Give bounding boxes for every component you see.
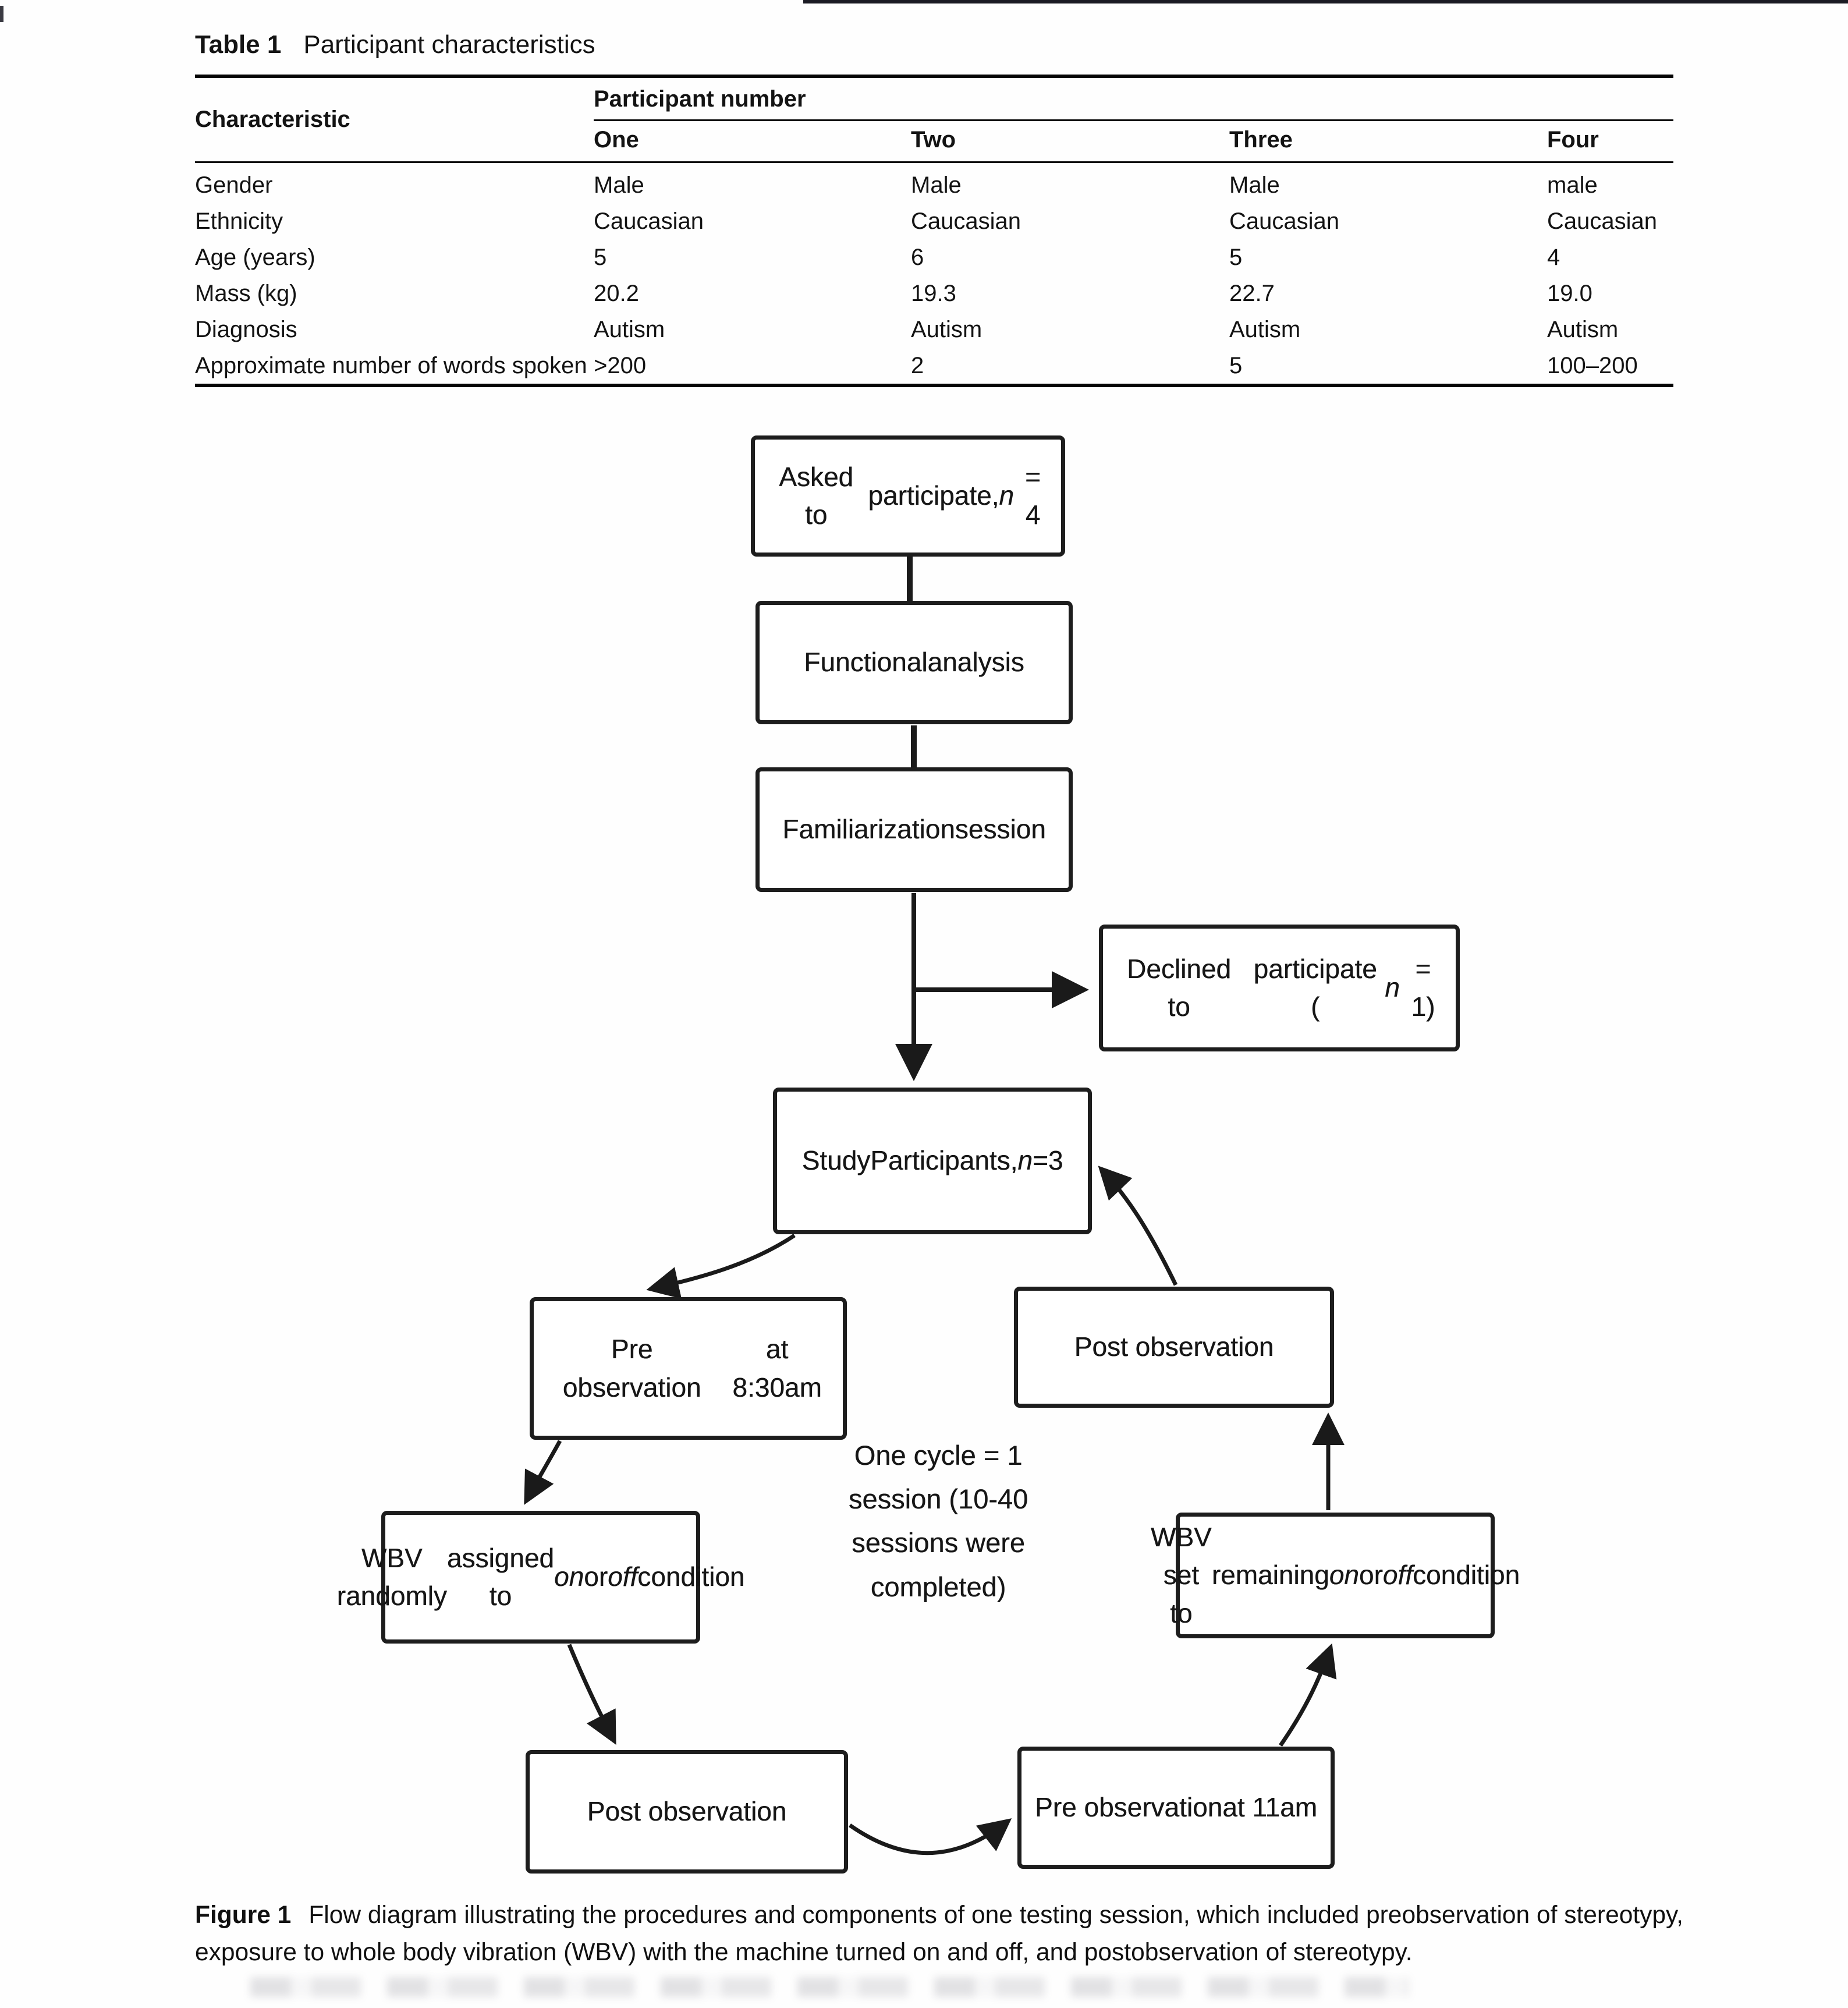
row-label: Gender bbox=[195, 172, 273, 198]
table-row: Gender Male Male Male male bbox=[195, 162, 1673, 204]
table-row: Ethnicity Caucasian Caucasian Caucasian … bbox=[195, 203, 1673, 239]
arrow-pre11-to-wbv-set bbox=[1279, 1643, 1337, 1747]
cell: 100–200 bbox=[1547, 352, 1638, 378]
row-label: Ethnicity bbox=[195, 208, 283, 234]
cell: Male bbox=[1229, 172, 1280, 198]
row-label: Mass (kg) bbox=[195, 280, 297, 306]
table-title: Table 1 Participant characteristics bbox=[195, 30, 1673, 59]
flow-box-post-observation-top: Post observation bbox=[1014, 1287, 1334, 1408]
cell: 20.2 bbox=[594, 280, 639, 306]
cell: Autism bbox=[1547, 316, 1619, 342]
table-row: Diagnosis Autism Autism Autism Autism bbox=[195, 311, 1673, 348]
table-1-block: Table 1 Participant characteristics Chara… bbox=[195, 30, 1674, 387]
participant-table: Characteristic Participant number One Tw… bbox=[195, 75, 1674, 387]
cell: male bbox=[1547, 172, 1598, 198]
arrow-study-to-pre830 bbox=[646, 1234, 796, 1299]
cell: Male bbox=[594, 172, 644, 198]
cell: >200 bbox=[594, 352, 647, 378]
cell: 19.0 bbox=[1547, 280, 1592, 306]
page-edge-speck bbox=[0, 6, 3, 22]
cell: Autism bbox=[594, 316, 665, 342]
cell: 5 bbox=[1229, 244, 1243, 270]
cell: Male bbox=[911, 172, 962, 198]
column-header-characteristic: Characteristic bbox=[195, 76, 594, 163]
cell: Caucasian bbox=[1547, 208, 1658, 234]
column-header-four: Four bbox=[1547, 120, 1674, 163]
row-label: Approximate number of words spoken bbox=[195, 352, 587, 378]
table-label: Table 1 bbox=[195, 30, 282, 59]
cell: 5 bbox=[1229, 352, 1243, 378]
cell: 4 bbox=[1547, 244, 1560, 270]
column-group-header: Participant number bbox=[594, 76, 1674, 121]
figure-caption-text: Flow diagram illustrating the procedures… bbox=[195, 1901, 1683, 1966]
flow-box-post-observation-bottom: Post observation bbox=[526, 1750, 848, 1874]
cell: Caucasian bbox=[911, 208, 1021, 234]
column-header-three: Three bbox=[1229, 120, 1547, 163]
row-label: Age (years) bbox=[195, 244, 315, 270]
cell: 22.7 bbox=[1229, 280, 1275, 306]
arrow-post-top-to-study bbox=[1098, 1166, 1178, 1286]
cell: Autism bbox=[1229, 316, 1301, 342]
cell: Caucasian bbox=[594, 208, 704, 234]
cell: 5 bbox=[594, 244, 607, 270]
page-edge-artifact bbox=[803, 0, 1848, 3]
column-header-two: Two bbox=[911, 120, 1229, 163]
row-label: Diagnosis bbox=[195, 316, 297, 342]
arrow-pre830-to-wbv-random bbox=[524, 1440, 562, 1505]
table-row: Approximate number of words spoken >200 … bbox=[195, 348, 1673, 385]
table-title-text: Participant characteristics bbox=[303, 30, 595, 59]
cell: 19.3 bbox=[911, 280, 956, 306]
arrow-wbv-random-to-post-bottom bbox=[567, 1644, 616, 1745]
cell: 2 bbox=[911, 352, 924, 378]
column-header-one: One bbox=[594, 120, 911, 163]
table-row: Mass (kg) 20.2 19.3 22.7 19.0 bbox=[195, 275, 1673, 311]
table-row: Age (years) 5 6 5 4 bbox=[195, 239, 1673, 275]
arrow-post-bottom-to-pre11 bbox=[848, 1818, 1012, 1855]
cell: 6 bbox=[911, 244, 924, 270]
figure-label: Figure 1 bbox=[195, 1901, 292, 1929]
cell: Autism bbox=[911, 316, 982, 342]
bleed-through-artifact bbox=[250, 1977, 1409, 1997]
cell: Caucasian bbox=[1229, 208, 1340, 234]
